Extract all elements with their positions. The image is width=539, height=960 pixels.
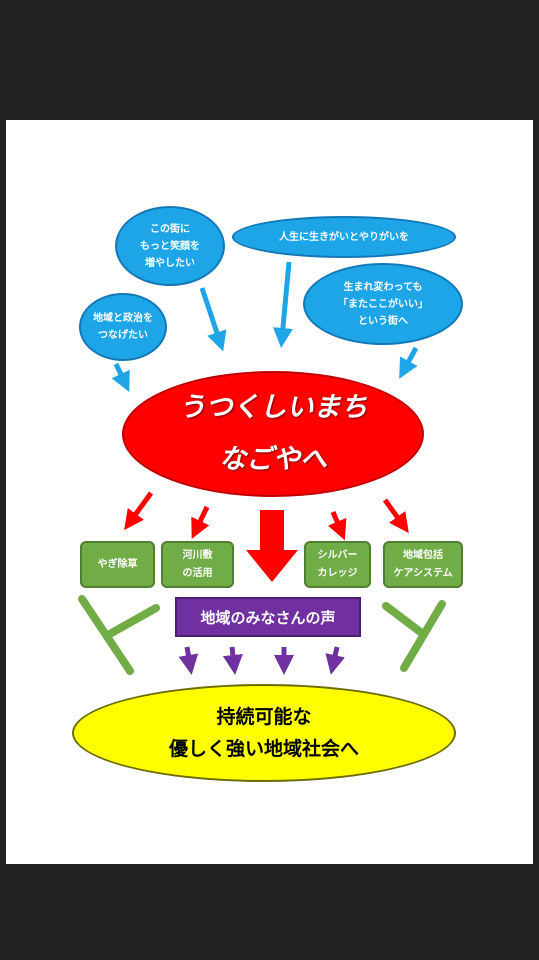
arrow-main-to-kasenjiki bbox=[191, 505, 210, 540]
arrow-bubble2-to-main bbox=[272, 261, 293, 348]
bubble-reborn-here: 生まれ変わっても 「またここがいい」 という街へ bbox=[303, 263, 463, 345]
final-goal-sustainable-community: 持続可能な 優しく強い地域社会へ bbox=[72, 684, 456, 782]
flow-arrows bbox=[78, 261, 446, 675]
action-goat-weeding: やぎ除草 bbox=[80, 541, 155, 588]
arrow-voice-to-goal-2 bbox=[222, 646, 243, 675]
bubble-more-smiles: この街に もっと笑顔を 増やしたい bbox=[115, 206, 225, 286]
main-goal-beautiful-nagoya: うつくしいまち なごやへ bbox=[122, 371, 424, 497]
arrow-main-to-voice bbox=[246, 510, 298, 582]
action-community-care-system: 地域包括 ケアシステム bbox=[383, 541, 463, 588]
arrow-voice-to-goal-1 bbox=[178, 646, 199, 675]
arrow-voice-to-goal-4 bbox=[325, 646, 345, 675]
action-riverbed-use: 河川敷 の活用 bbox=[161, 541, 234, 588]
bubble-purpose-in-life: 人生に生きがいとやりがいを bbox=[232, 216, 456, 258]
arrow-main-to-yagi bbox=[124, 491, 154, 531]
diagram-page: この街に もっと笑顔を 増やしたい 人生に生きがいとやりがいを 生まれ変わっても… bbox=[6, 120, 533, 864]
arrow-bubble4-to-main bbox=[111, 362, 130, 393]
arrow-main-to-care bbox=[382, 498, 409, 534]
arrow-care-to-goal-head bbox=[382, 602, 427, 638]
arrow-main-to-silver bbox=[327, 511, 347, 541]
bubble-connect-politics: 地域と政治を つなげたい bbox=[79, 293, 167, 361]
action-silver-college: シルバー カレッジ bbox=[304, 541, 371, 588]
arrow-bubble1-to-main bbox=[199, 287, 227, 352]
arrow-bubble3-to-main bbox=[399, 346, 419, 379]
arrow-yagi-to-goal-head bbox=[104, 604, 160, 639]
community-voice-box: 地域のみなさんの声 bbox=[175, 597, 361, 637]
